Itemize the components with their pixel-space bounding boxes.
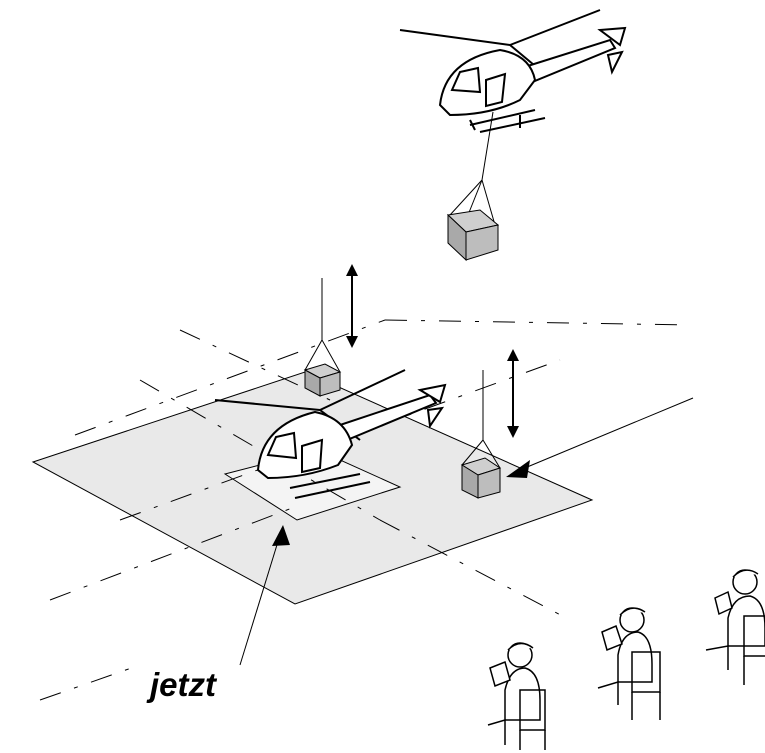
- jetzt-pointer-line: [239, 534, 281, 666]
- jetzt-pointer-head: [272, 525, 290, 546]
- top-load-rope: [481, 111, 494, 181]
- guide-line: [519, 397, 694, 471]
- top-load-box: [446, 209, 500, 262]
- helicopter-landed: [214, 369, 447, 499]
- left-load-box: [303, 363, 342, 397]
- helicopter-top: [399, 9, 627, 133]
- judge-2: [597, 607, 661, 720]
- top-load-net: [449, 179, 496, 226]
- judge-3: [705, 569, 765, 685]
- right-load-net: [461, 439, 501, 469]
- left-load-net: [304, 339, 341, 373]
- jetzt-label: jetzt: [150, 666, 216, 703]
- right-load-box: [460, 457, 502, 499]
- judge-1: [487, 642, 546, 750]
- guide-arrowhead: [506, 460, 530, 478]
